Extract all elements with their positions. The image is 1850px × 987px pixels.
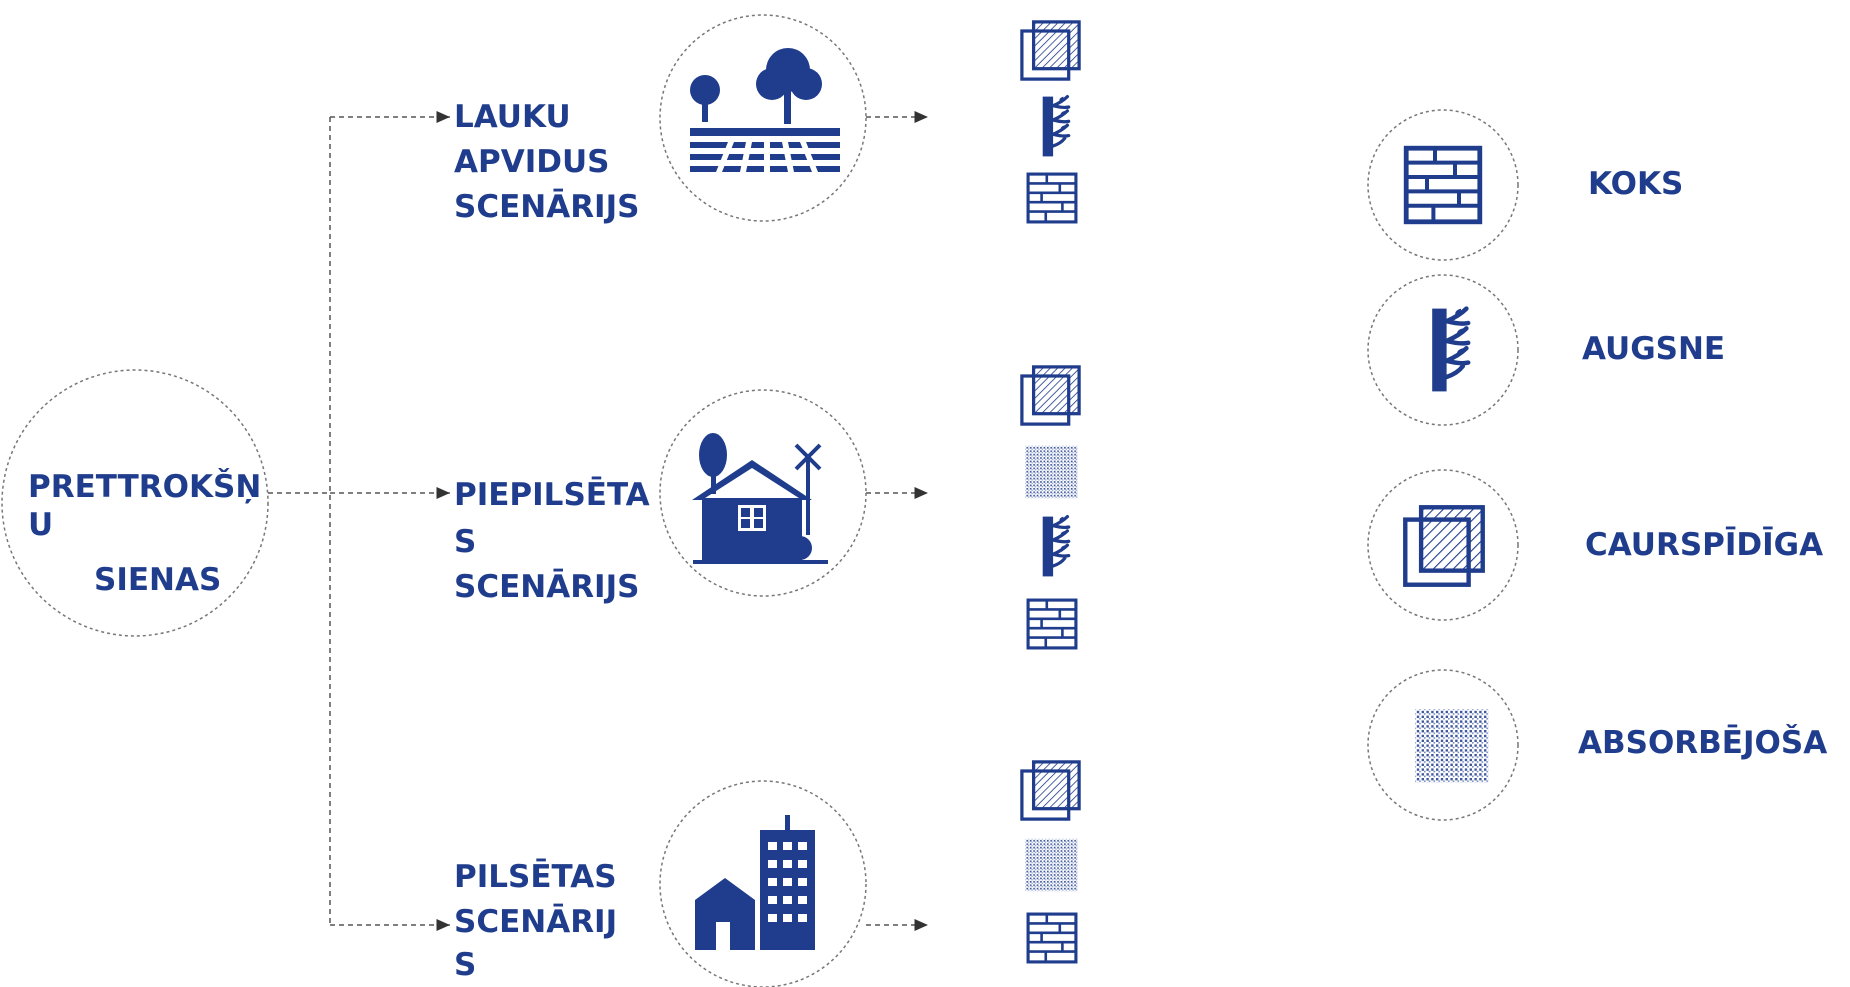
wood-brick-icon bbox=[1406, 148, 1480, 222]
legend-label-absorbing: ABSORBĒJOŠA bbox=[1578, 725, 1828, 761]
legend-circle-transparent bbox=[1367, 469, 1519, 621]
transparent-panel-icon bbox=[1020, 760, 1081, 821]
scenario-suburban-line2: S bbox=[454, 524, 477, 560]
soil-plant-icon bbox=[1041, 94, 1071, 159]
scenario-rural-line3: SCENĀRIJS bbox=[454, 189, 640, 225]
material-stack-rural bbox=[1020, 20, 1081, 224]
absorbing-dots-icon bbox=[1025, 445, 1078, 499]
soil-plant-icon bbox=[1041, 514, 1071, 579]
root-node-circle bbox=[1, 369, 269, 637]
scenario-suburban-line1: PIEPILSĒTA bbox=[454, 477, 650, 513]
legend-circle-soil bbox=[1367, 274, 1519, 426]
scenario-suburban-line3: SCENĀRIJS bbox=[454, 569, 640, 605]
transparent-panel-icon bbox=[1405, 507, 1482, 584]
scenario-rural-line2: APVIDUS bbox=[454, 144, 610, 180]
transparent-panel-icon bbox=[1020, 365, 1081, 426]
soil-plant-icon bbox=[1432, 309, 1468, 392]
scenario-urban-line2: SCENĀRIJ bbox=[454, 904, 618, 940]
material-stack-suburban bbox=[1020, 365, 1081, 650]
scenario-urban-line1: PILSĒTAS bbox=[454, 859, 617, 895]
material-stack-urban bbox=[1020, 760, 1081, 964]
scenario-circle-urban bbox=[659, 780, 867, 987]
root-label-line2: U bbox=[28, 507, 54, 543]
root-label-line1: PRETTROKŠŅ bbox=[28, 469, 262, 505]
legend-circle-wood bbox=[1367, 109, 1519, 261]
legend-label-wood: KOKS bbox=[1588, 166, 1684, 202]
legend-label-soil: AUGSNE bbox=[1582, 331, 1726, 367]
connectors bbox=[268, 111, 928, 931]
wood-brick-icon bbox=[1026, 598, 1078, 650]
scenario-circle-rural bbox=[659, 14, 867, 222]
transparent-panel-icon bbox=[1020, 20, 1081, 81]
wood-brick-icon bbox=[1026, 172, 1078, 224]
scenario-circle-suburban bbox=[659, 389, 867, 597]
legend-label-transparent: CAURSPĪDĪGA bbox=[1585, 527, 1824, 563]
legend-circle-absorbing bbox=[1367, 669, 1519, 821]
root-label-line3: SIENAS bbox=[94, 562, 222, 598]
absorbing-dots-icon bbox=[1415, 709, 1489, 783]
wood-brick-icon bbox=[1026, 912, 1078, 964]
suburban-house-icon bbox=[692, 433, 828, 564]
absorbing-dots-icon bbox=[1025, 838, 1078, 892]
scenario-urban-line3: S bbox=[454, 947, 477, 983]
farm-field-icon bbox=[690, 48, 840, 172]
legend bbox=[1367, 109, 1519, 821]
scenario-rural-line1: LAUKU bbox=[454, 99, 571, 135]
city-buildings-icon bbox=[695, 815, 815, 950]
